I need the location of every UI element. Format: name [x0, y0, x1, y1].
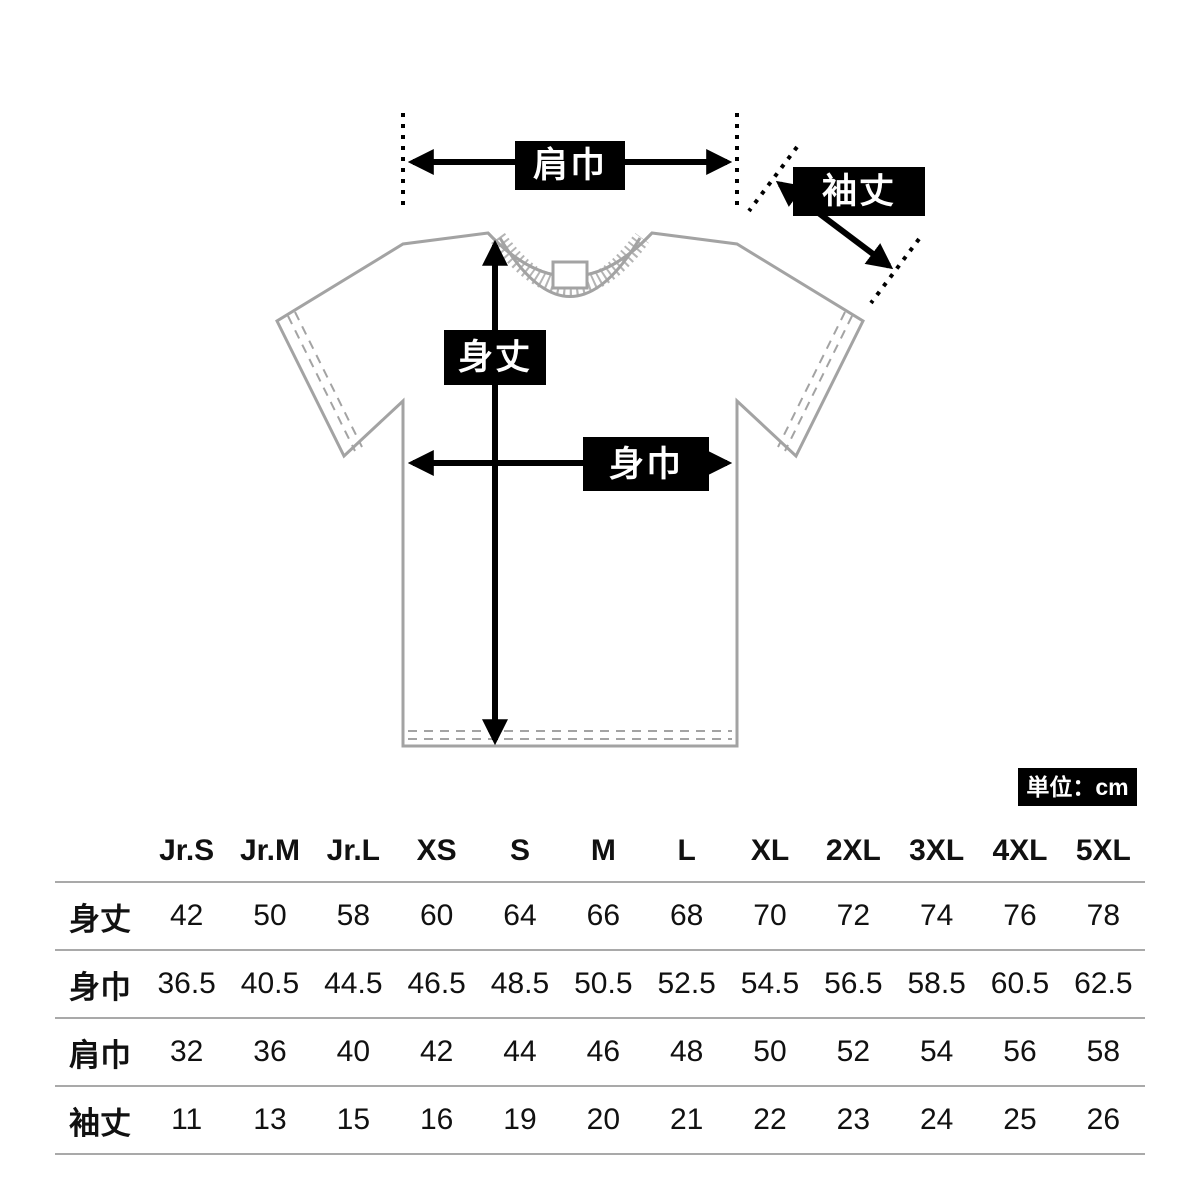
size-cell: 22 [753, 1103, 787, 1136]
shoulder-width-label: 肩巾 [515, 141, 625, 190]
size-cell: 20 [586, 1103, 621, 1136]
size-cell: 42 [419, 1035, 454, 1068]
size-cell: 13 [253, 1103, 287, 1136]
table-row: 身丈 42 50 58 60 64 66 68 70 72 74 76 78 [55, 883, 1145, 951]
size-cell: 72 [836, 899, 871, 932]
size-cell: 50 [753, 1035, 787, 1068]
size-cell: 19 [503, 1103, 537, 1136]
size-column-header: Jr.S [159, 833, 215, 867]
tshirt-outline [275, 231, 865, 748]
size-cell: 36 [253, 1035, 287, 1068]
table-row: 身巾 36.5 40.5 44.5 46.5 48.5 50.5 52.5 54… [55, 951, 1145, 1019]
size-cell: 42 [169, 899, 204, 932]
size-cell: 40 [336, 1035, 371, 1068]
size-cell: 52 [836, 1035, 871, 1068]
size-column-header: 4XL [992, 833, 1048, 867]
size-column-header: 2XL [825, 833, 881, 867]
size-cell: 46.5 [407, 967, 466, 1000]
unit-label: 単位：cm [1018, 768, 1137, 806]
size-column-header: 5XL [1075, 833, 1131, 867]
size-cell: 46 [586, 1035, 621, 1068]
size-cell: 60 [419, 899, 454, 932]
size-cell: 68 [669, 899, 704, 932]
size-cell: 60.5 [990, 967, 1050, 1000]
size-column-header: S [509, 833, 530, 867]
body-width-label: 身巾 [583, 437, 709, 491]
size-cell: 48.5 [490, 967, 550, 1000]
measurement-guides [401, 113, 921, 305]
measure-row-label: 身巾 [69, 969, 131, 1005]
size-cell: 44 [503, 1035, 537, 1068]
size-cell: 74 [919, 899, 954, 932]
size-cell: 54 [919, 1035, 954, 1068]
size-cell: 25 [1003, 1103, 1037, 1136]
size-column-header: XL [750, 833, 790, 867]
sleeve-length-label: 袖丈 [793, 167, 925, 216]
table-row: 肩巾 32 36 40 42 44 46 48 50 52 54 56 58 [55, 1019, 1145, 1087]
size-cell: 58.5 [907, 967, 966, 1000]
neck-tag [551, 260, 589, 290]
size-column-header: Jr.L [326, 833, 381, 867]
size-cell: 48 [669, 1035, 704, 1068]
tshirt-diagram [275, 113, 921, 748]
size-cell: 62.5 [1074, 967, 1133, 1000]
size-cell: 56 [1003, 1035, 1037, 1068]
size-cell: 50 [253, 899, 287, 932]
size-column-header: M [590, 833, 616, 867]
size-column-header: Jr.M [239, 833, 300, 867]
size-cell: 24 [919, 1103, 954, 1136]
body-length-label: 身丈 [444, 330, 546, 385]
size-column-header: XS [416, 833, 457, 867]
size-cell: 32 [169, 1035, 204, 1068]
size-cell: 66 [586, 899, 621, 932]
size-column-header: 3XL [909, 833, 965, 867]
size-cell: 16 [419, 1103, 454, 1136]
table-row: 袖丈 11 13 15 16 19 20 21 22 23 24 25 26 [55, 1087, 1145, 1155]
size-cell: 52.5 [657, 967, 716, 1000]
size-cell: 36.5 [157, 967, 216, 1000]
size-cell: 78 [1086, 899, 1121, 932]
measure-row-label: 身丈 [69, 901, 131, 937]
size-cell: 40.5 [240, 967, 300, 1000]
measure-row-label: 袖丈 [69, 1105, 131, 1141]
size-cell: 11 [171, 1103, 203, 1136]
size-cell: 56.5 [824, 967, 883, 1000]
size-cell: 50.5 [574, 967, 633, 1000]
size-cell: 58 [336, 899, 371, 932]
size-table-header-row: Jr.S Jr.M Jr.L XS S M L XL 2XL 3XL 4XL 5… [55, 820, 1145, 883]
size-cell: 21 [669, 1103, 704, 1136]
size-cell: 76 [1003, 899, 1037, 932]
size-cell: 58 [1086, 1035, 1121, 1068]
size-column-header: L [677, 833, 696, 867]
size-cell: 15 [336, 1103, 371, 1136]
size-cell: 44.5 [324, 967, 383, 1000]
size-cell: 26 [1086, 1103, 1121, 1136]
size-cell: 54.5 [740, 967, 800, 1000]
size-table: Jr.S Jr.M Jr.L XS S M L XL 2XL 3XL 4XL 5… [55, 820, 1145, 1155]
size-cell: 70 [753, 899, 787, 932]
size-cell: 23 [836, 1103, 871, 1136]
size-cell: 64 [503, 899, 537, 932]
measure-row-label: 肩巾 [69, 1037, 131, 1073]
